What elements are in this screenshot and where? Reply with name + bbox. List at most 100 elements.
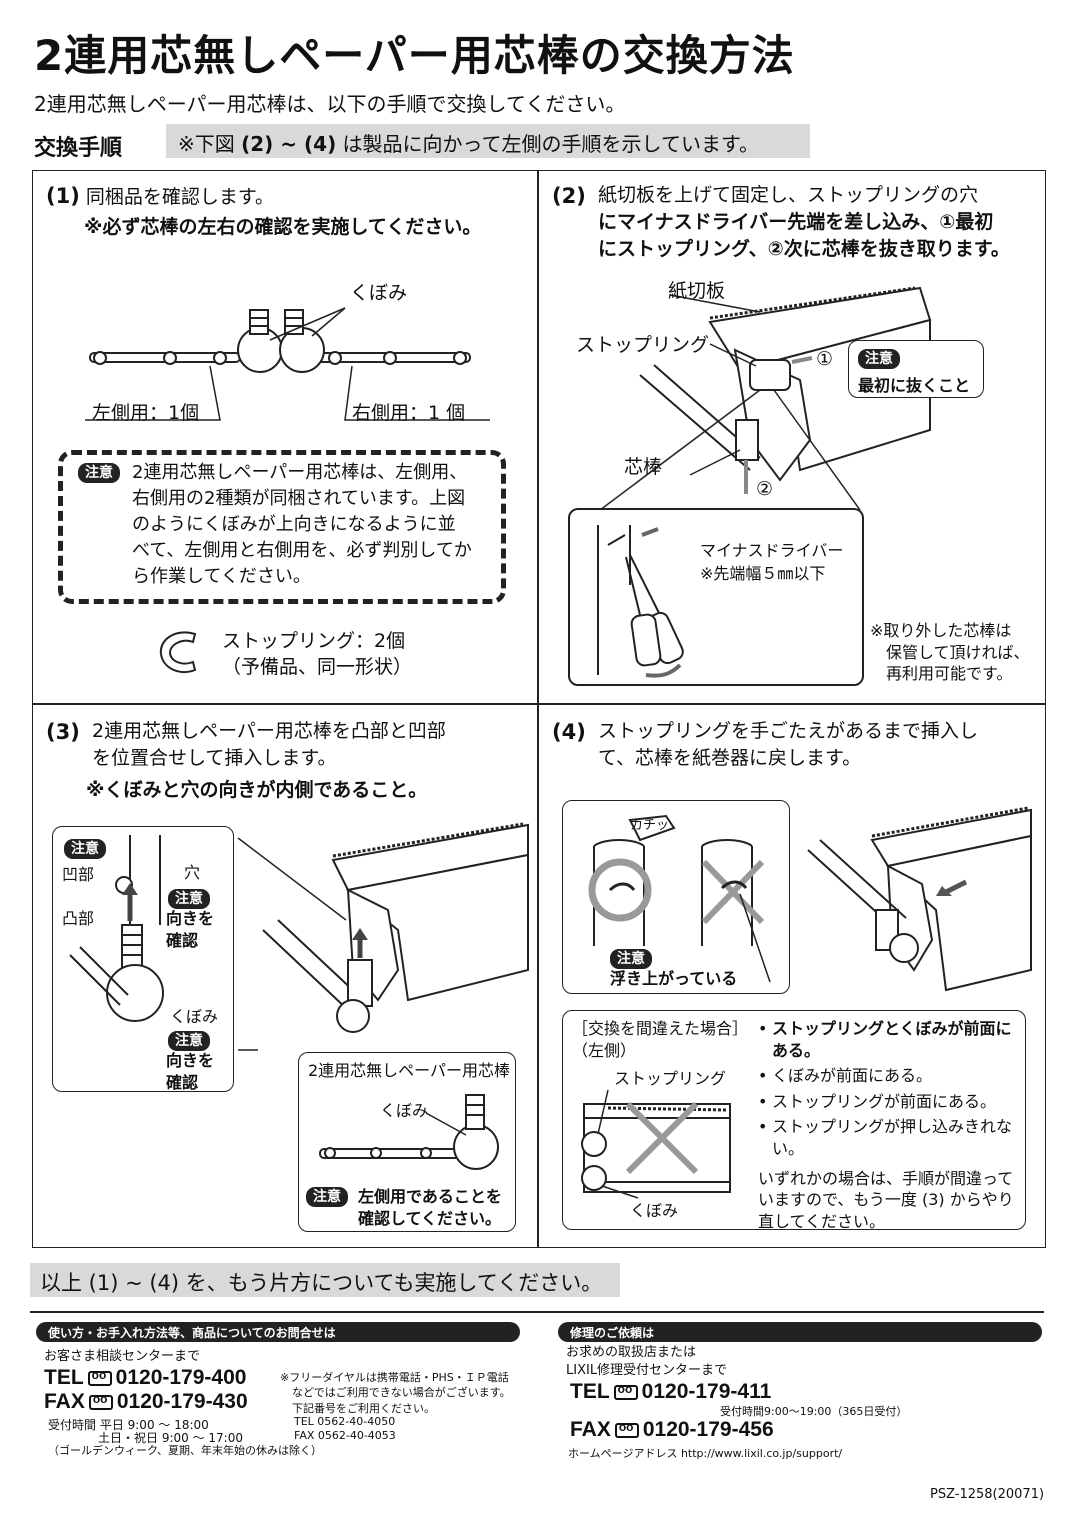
footer-hours-right: 受付時間9:00～19:00（365日受付）	[720, 1405, 908, 1418]
step2-label-core: 芯棒	[624, 456, 663, 478]
page-subtitle: 2連用芯無しペーパー用芯棒は、以下の手順で交換してください。	[34, 92, 626, 116]
step4-bullet: •くぼみが前面にある。	[758, 1066, 933, 1086]
step3-number: (3)	[46, 720, 80, 744]
caution-badge: 注意	[64, 839, 106, 860]
footer-fax1-number[interactable]: 0120-179-430	[116, 1390, 248, 1413]
step2-line: 紙切板を上げて固定し、ストップリングの穴	[598, 184, 979, 206]
step2-driver-label: マイナスドライバー	[700, 541, 844, 560]
step1-ring-label: ストップリング：2個	[222, 630, 406, 652]
freedial-icon	[613, 1382, 638, 1400]
step4-line: て、芯棒を紙巻器に戻します。	[598, 746, 862, 769]
footer-tel1: TEL 0120-179-400	[44, 1366, 246, 1390]
step4-main-illustration	[807, 806, 1032, 992]
step1-number: (1)	[46, 184, 80, 208]
step2-heading: (2) 紙切板を上げて固定し、ストップリングの穴 にマイナスドライバー先端を差し…	[552, 182, 1040, 263]
step4-line: ストップリングを手ごたえがあるまで挿入し	[598, 720, 979, 742]
step3-caution-text: 左側用であることを確認してください。	[358, 1187, 502, 1228]
step3-check-dir-1: 向きを確認	[166, 909, 215, 950]
footer-right-line2: LIXIL修理受付センターまで	[566, 1363, 728, 1378]
freedial-icon	[88, 1392, 113, 1410]
footer-homepage-link[interactable]: ホームページアドレス http://www.lixil.co.jp/suppor…	[568, 1447, 843, 1460]
step1-caution-line: 右側用の2種類が同梱されています。上図	[132, 488, 466, 510]
footer-fax1: FAX 0120-179-430	[44, 1390, 248, 1414]
step3-main-illustration	[237, 822, 529, 1051]
document-code: PSZ-1258(20071)	[930, 1487, 1045, 1502]
steps-note-pre: ※下図	[178, 132, 242, 156]
footer-fax1-label: FAX	[44, 1390, 85, 1413]
footer-freedial-line: などではご利用できない場合がございます。	[292, 1386, 511, 1400]
step1-right-label: 右側用：1 個	[352, 402, 466, 424]
steps-note-post: は製品に向かって左側の手順を示しています。	[336, 132, 759, 156]
step4-click-illustration	[588, 814, 771, 983]
footer-hours3: （ゴールデンウィーク、夏期、年末年始の休みは除く）	[48, 1444, 323, 1457]
footer-alt-fax[interactable]: FAX 0562-40-4053	[294, 1429, 396, 1442]
step3-label-hole: 穴	[184, 863, 201, 882]
footer-freedial-line: ※フリーダイヤルは携帯電話・PHS・ＩＰ電話	[280, 1371, 509, 1384]
footer-hours1: 受付時間 平日 9:00 ～ 18:00	[48, 1418, 209, 1432]
step4-bullet-text: ストップリングが押し込みきれない。	[772, 1117, 1013, 1158]
step4-bullet-text: くぼみが前面にある。	[772, 1066, 933, 1086]
step4-bullet-text: ストップリングが前面にある。	[772, 1091, 997, 1111]
step3-heading: (3) 2連用芯無しペーパー用芯棒を凸部と凹部 を位置合せして挿入します。	[46, 718, 534, 772]
footer-right-line1: お求めの取扱店または	[566, 1345, 697, 1360]
step1-caution-line: 2連用芯無しペーパー用芯棒は、左側用、	[132, 462, 468, 483]
step2-line: にストップリング、②次に芯棒を抜き取ります。	[598, 237, 1010, 260]
step4-mistake-stopring: ストップリング	[614, 1069, 727, 1088]
steps-note: ※下図 (2) ~ (4) は製品に向かって左側の手順を示しています。	[166, 124, 810, 158]
steps-note-range: (2) ~ (4)	[241, 132, 337, 156]
step2-caution-text: 最初に抜くこと	[858, 376, 971, 395]
footer-tel1-number[interactable]: 0120-179-400	[115, 1366, 247, 1389]
step3-label-convex: 凸部	[62, 909, 95, 928]
step2-reuse-line: ※取り外した芯棒は	[870, 621, 1012, 640]
footer-fax2: FAX 0120-179-456	[570, 1418, 774, 1442]
step2-label-stopring: ストップリング	[576, 334, 710, 356]
step1-illustration	[85, 307, 490, 421]
screwdriver-icon	[597, 525, 684, 678]
step4-bullet-list: •ストップリングとくぼみが前面にある。 •くぼみが前面にある。 •ストップリング…	[758, 1018, 1020, 1232]
step3-core-illustration	[319, 1094, 499, 1170]
step3-note: ※くぼみと穴の向きが内側であること。	[86, 779, 428, 801]
step2-caution-badge-wrap: 注意	[858, 348, 900, 370]
step3-core-name: 2連用芯無しペーパー用芯棒	[308, 1061, 511, 1080]
steps-grid	[32, 170, 1046, 1248]
step2-mark-1: ①	[816, 348, 834, 370]
step4-bullet-text: ストップリングとくぼみが前面にある。	[772, 1019, 1012, 1060]
step1-caution-line: ら作業してください。	[132, 566, 311, 588]
step2-reuse-line: 保管して頂ければ、	[886, 642, 1030, 662]
footer-tel2: TEL0120-179-411	[570, 1380, 771, 1404]
footer-right-pill: 修理のご依頼は	[558, 1322, 1042, 1342]
footer-left-pill: 使い方・お手入れ方法等、商品についてのお問合せは	[36, 1322, 520, 1342]
grid-divider-vertical	[537, 170, 539, 1248]
step2-detail-box	[568, 508, 864, 686]
step4-click-label: カチッ	[630, 818, 670, 833]
page-title: 2連用芯無しペーパー用芯棒の交換方法	[34, 31, 795, 80]
steps-label: 交換手順	[34, 136, 123, 161]
step4-caution-badge-wrap: 注意	[610, 948, 652, 970]
footer-tel2-number[interactable]: 0120-179-411	[641, 1380, 772, 1403]
step1-kubomi-label: くぼみ	[350, 282, 408, 304]
bottom-note: 以上 (1) ~ (4) を、もう片方についても実施してください。	[30, 1263, 620, 1297]
step3-label-concave: 凹部	[62, 865, 95, 884]
caution-badge: 注意	[610, 949, 652, 970]
step2-driver-sub: ※先端幅５㎜以下	[700, 564, 826, 583]
footer-left-center: お客さま相談センターまで	[44, 1349, 201, 1364]
step1-text: 同梱品を確認します。	[85, 186, 274, 208]
step4-caution-text: 浮き上がっている	[610, 969, 738, 988]
footer-fax2-label: FAX	[570, 1418, 611, 1441]
footer-fax2-number[interactable]: 0120-179-456	[642, 1418, 774, 1441]
caution-badge: 注意	[78, 463, 120, 484]
freedial-icon	[87, 1368, 112, 1386]
footer-freedial-note: ※フリーダイヤルは携帯電話・PHS・ＩＰ電話 などではご利用できない場合がござい…	[280, 1370, 511, 1416]
step1-left-label: 左側用：1個	[92, 402, 200, 424]
caution-badge: 注意	[168, 1031, 210, 1052]
step3-check-dir-2: 向きを確認	[166, 1051, 215, 1092]
footer-alt-tel[interactable]: TEL 0562-40-4050	[294, 1415, 396, 1428]
step3-detail-illustration	[69, 835, 164, 1022]
footer-tel1-label: TEL	[44, 1366, 84, 1389]
step4-bullet: •ストップリングが前面にある。	[758, 1091, 997, 1111]
step1-caution-line: べて、左側用と右側用を、必ず判別してか	[132, 540, 472, 562]
caution-badge: 注意	[306, 1187, 348, 1208]
step3-line: を位置合せして挿入します。	[92, 746, 337, 769]
step3-caution-badge-1: 注意	[64, 838, 106, 860]
step2-label-paper-cutter: 紙切板	[668, 280, 726, 302]
